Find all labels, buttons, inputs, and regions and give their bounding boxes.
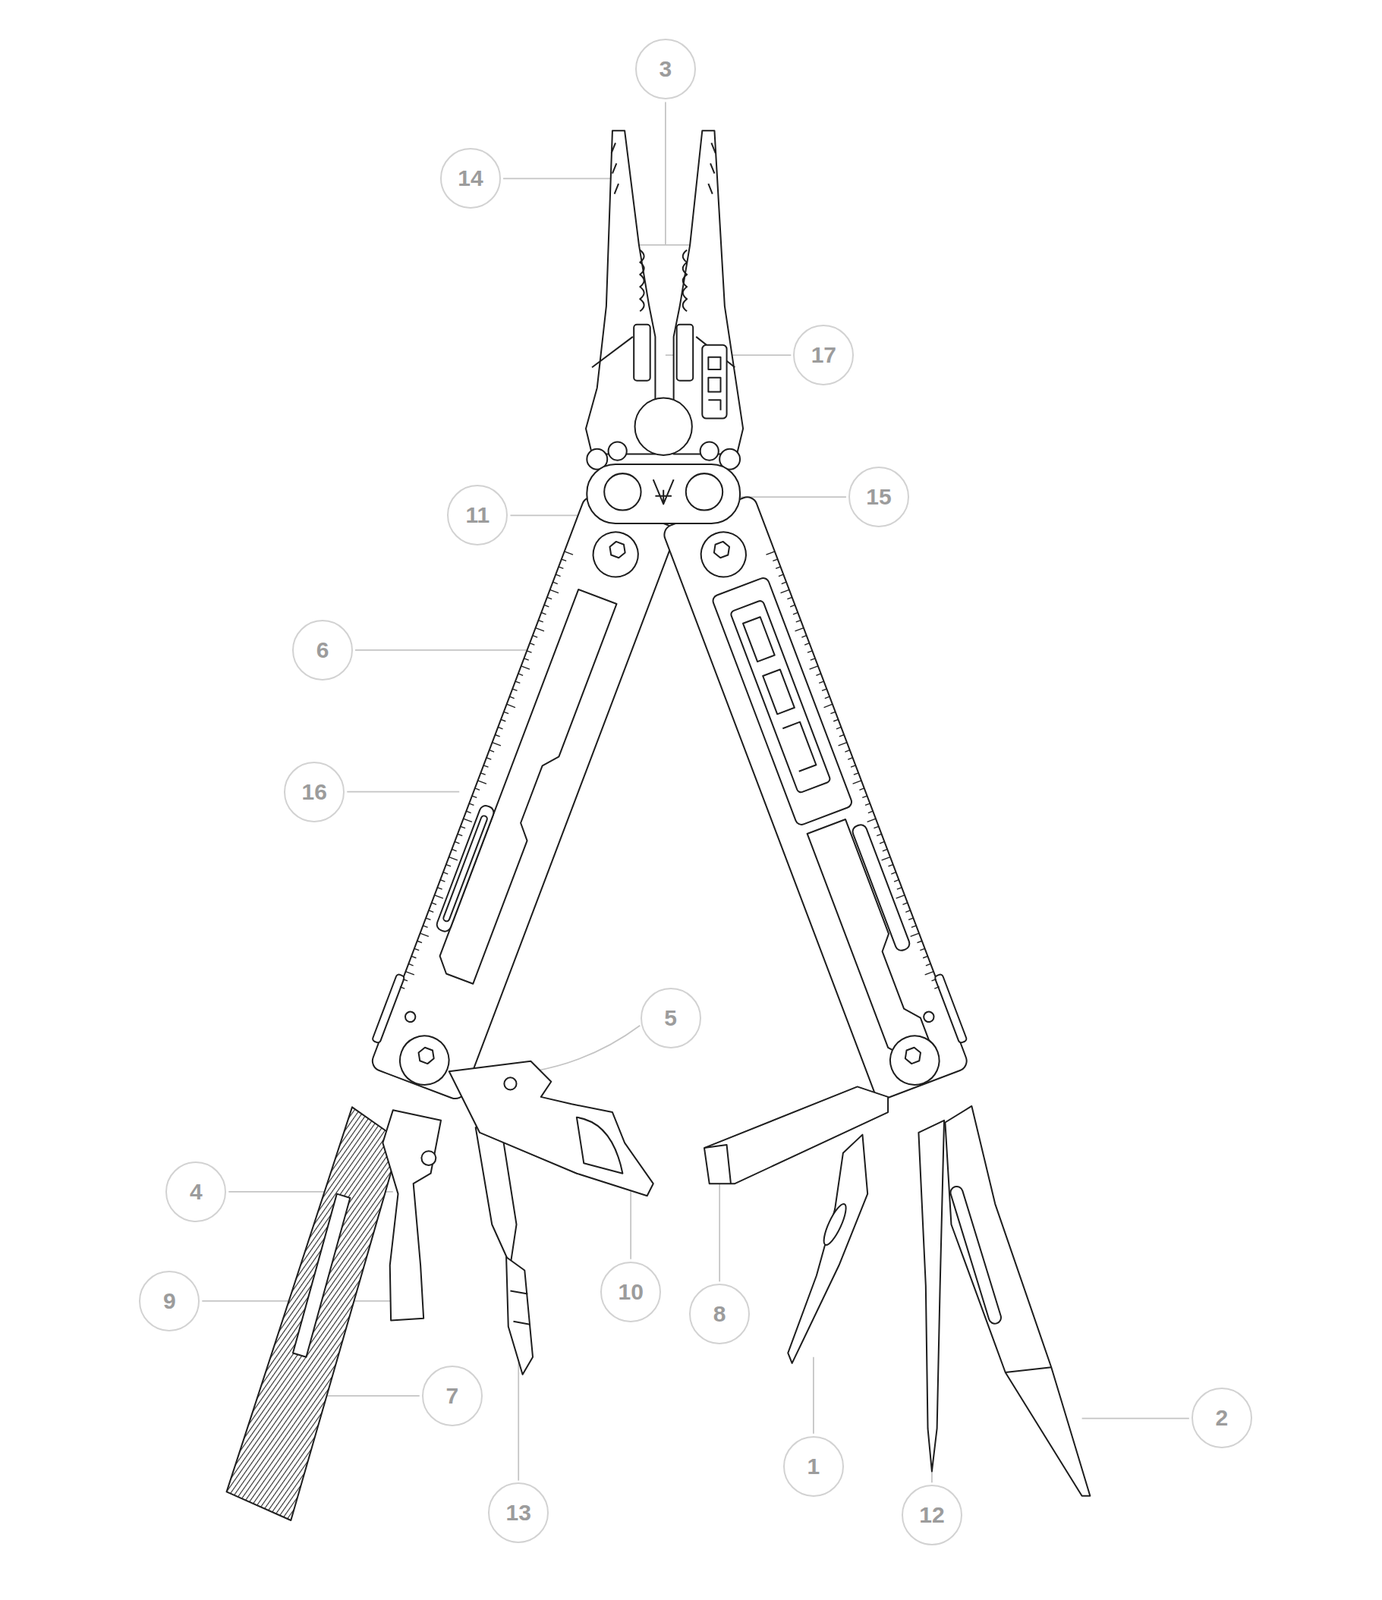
header-plate <box>586 464 740 524</box>
callout-circle: 12 <box>901 1485 963 1546</box>
callout-number: 15 <box>865 485 891 509</box>
callout-number: 2 <box>1215 1407 1229 1430</box>
callout-number: 13 <box>506 1501 532 1525</box>
callout-circle: 10 <box>600 1262 662 1323</box>
callout-number: 14 <box>457 166 483 190</box>
callout-circle: 5 <box>640 988 702 1049</box>
screwdriver-bit <box>506 1257 533 1376</box>
callout-number: 11 <box>465 503 491 527</box>
callout-number: 6 <box>316 639 330 662</box>
callout-circle: 8 <box>689 1284 750 1345</box>
logo-panel <box>730 600 832 794</box>
callout-number: 17 <box>811 343 837 367</box>
callout-circle: 11 <box>447 484 508 546</box>
callout-number: 9 <box>163 1290 177 1313</box>
callout-circle: 14 <box>440 147 501 209</box>
callout-number: 16 <box>302 780 328 804</box>
callout-number: 7 <box>445 1385 459 1408</box>
saw-blade <box>226 1107 401 1521</box>
plier-jaw <box>673 130 743 454</box>
callout-number: 10 <box>617 1281 643 1304</box>
callout-circle: 15 <box>848 466 910 528</box>
callout-number: 8 <box>713 1303 727 1326</box>
callout-circle: 6 <box>292 620 353 681</box>
callout-number: 3 <box>659 57 673 81</box>
callout-circle: 13 <box>487 1482 549 1544</box>
callout-circle: 4 <box>165 1161 227 1223</box>
callout-number: 12 <box>919 1504 945 1527</box>
callout-circle: 2 <box>1191 1388 1253 1449</box>
callout-number: 4 <box>189 1180 203 1204</box>
callout-circle: 9 <box>138 1271 200 1332</box>
callout-number: 1 <box>807 1455 821 1479</box>
callout-circle: 3 <box>635 38 696 100</box>
callout-circle: 17 <box>793 324 854 386</box>
callout-circle: 16 <box>283 761 345 823</box>
callout-circle: 7 <box>421 1366 483 1427</box>
multitool <box>226 130 1091 1521</box>
logo-plate <box>702 345 727 419</box>
callout-number: 5 <box>664 1007 677 1030</box>
callout-circle: 1 <box>783 1436 844 1498</box>
